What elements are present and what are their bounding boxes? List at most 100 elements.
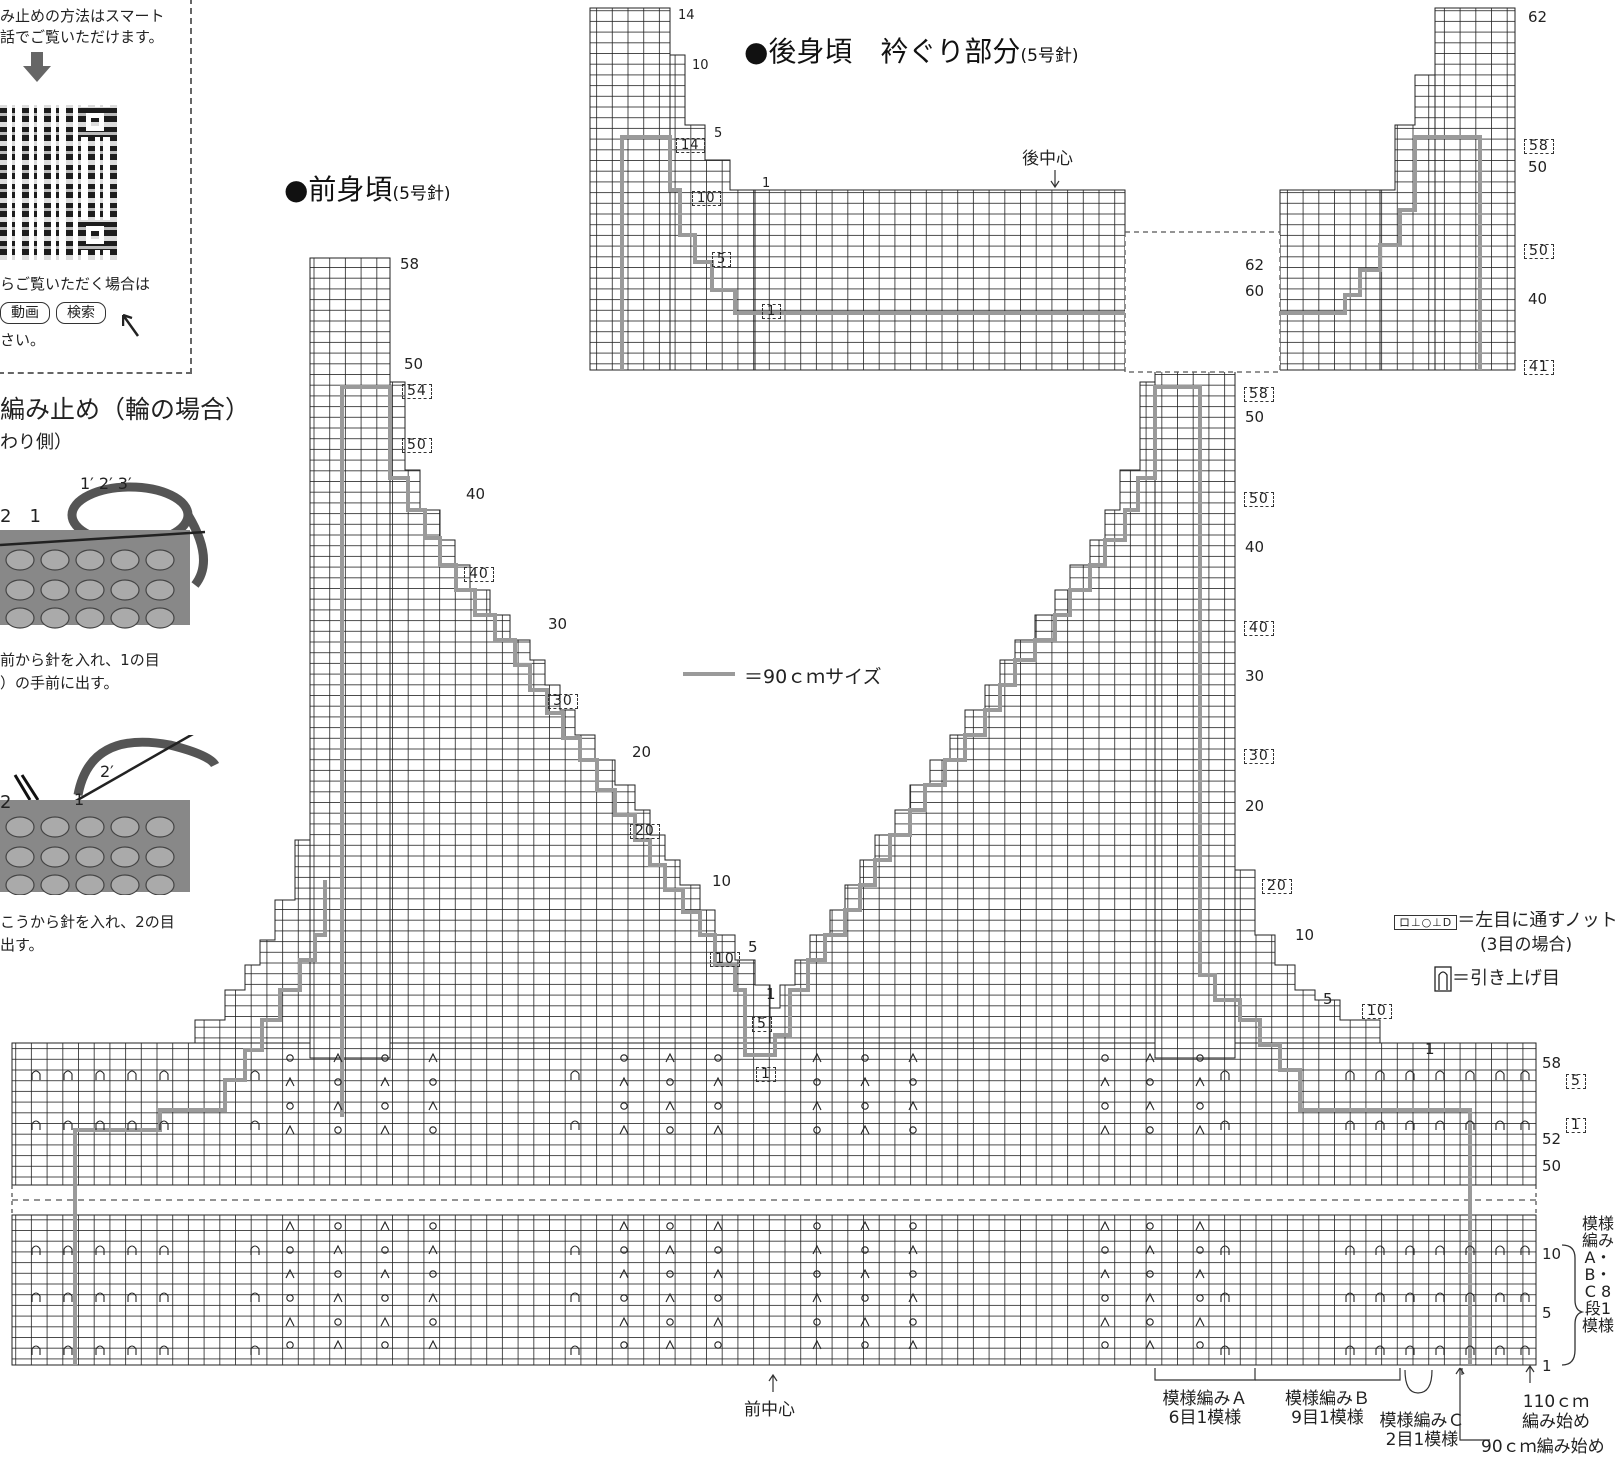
decrease-icon (428, 1052, 438, 1063)
decrease-icon (713, 1316, 723, 1327)
yarn-over-icon (381, 1246, 389, 1254)
slip-stitch-icon (1220, 1070, 1230, 1080)
back-cutout (1124, 231, 1281, 373)
slip-stitch-icon (1435, 1070, 1445, 1080)
back-right-50: 50 (1528, 158, 1548, 176)
front-rbox-10: 10 (1362, 1004, 1392, 1019)
back-rbox-58: 58 (1524, 139, 1554, 154)
yarn-over-icon (1146, 1078, 1154, 1086)
front-box-54: 54 (402, 384, 432, 399)
back-right-62: 62 (1528, 8, 1548, 26)
qr-code[interactable] (0, 105, 118, 260)
bind-off-subtitle: わり側） (0, 432, 72, 453)
decrease-icon (908, 1339, 918, 1350)
slip-stitch-icon (1435, 1292, 1445, 1302)
decrease-icon (1100, 1124, 1110, 1135)
decrease-icon (1145, 1100, 1155, 1111)
decrease-icon (619, 1316, 629, 1327)
yarn-over-icon (861, 1341, 869, 1349)
decrease-icon (333, 1339, 343, 1350)
right-row-50: 50 (1542, 1157, 1562, 1175)
yarn-over-icon (1196, 1054, 1204, 1062)
yarn-over-icon (813, 1126, 821, 1134)
front-right-5: 5 (1323, 990, 1333, 1008)
decrease-icon (380, 1124, 390, 1135)
yarn-over-icon (334, 1078, 342, 1086)
slip-stitch-icon (1345, 1070, 1355, 1080)
pattern-repeat-note: 模様編みA・B・C 8段1模様 (1581, 1214, 1614, 1335)
back-row-1: 1 (762, 176, 771, 191)
yarn-over-icon (1196, 1341, 1204, 1349)
yarn-over-icon (714, 1246, 722, 1254)
decrease-icon (713, 1220, 723, 1231)
yarn-over-icon (909, 1222, 917, 1230)
slip-stitch-icon (570, 1292, 580, 1302)
slip-stitch-icon (1405, 1345, 1415, 1355)
right-row-5: 5 (1542, 1304, 1552, 1322)
step1-yarn-numbers: 1′ 2′ 3′ (80, 474, 132, 493)
slip-stitch-icon (570, 1345, 580, 1355)
yarn-over-icon (813, 1270, 821, 1278)
legend-slip: ＝引き上げ目 (1434, 964, 1560, 992)
slip-stitch-icon (1495, 1292, 1505, 1302)
down-arrow-icon (23, 52, 51, 82)
back-box-5: 5 (712, 252, 732, 267)
decrease-icon (713, 1268, 723, 1279)
yarn-over-icon (714, 1102, 722, 1110)
yarn-over-icon (429, 1318, 437, 1326)
slip-stitch-icon (1345, 1245, 1355, 1255)
decrease-icon (1145, 1292, 1155, 1303)
yarn-over-icon (666, 1270, 674, 1278)
slip-stitch-icon (1520, 1292, 1530, 1302)
front-box-40: 40 (464, 567, 494, 582)
knot-symbol: ロ⊥○⊥D (1394, 915, 1458, 930)
yarn-over-icon (1101, 1054, 1109, 1062)
yarn-over-icon (620, 1341, 628, 1349)
pattern-c-line2: 2目1模様 (1385, 1430, 1459, 1450)
slip-stitch-icon (159, 1345, 169, 1355)
yarn-over-icon (909, 1126, 917, 1134)
slip-stitch-icon (63, 1070, 73, 1080)
yarn-over-icon (714, 1341, 722, 1349)
slip-stitch-icon (1520, 1245, 1530, 1255)
decrease-icon (1145, 1339, 1155, 1350)
slip-stitch-icon (570, 1245, 580, 1255)
bind-off-step2-illustration (0, 735, 220, 895)
decrease-icon (285, 1220, 295, 1231)
front-row-40: 40 (466, 485, 486, 503)
decrease-icon (285, 1268, 295, 1279)
yarn-over-icon (1101, 1341, 1109, 1349)
slip-stitch-icon (1375, 1345, 1385, 1355)
front-rbox-40: 40 (1244, 621, 1274, 636)
decrease-icon (713, 1124, 723, 1135)
yarn-over-icon (381, 1102, 389, 1110)
yarn-over-icon (666, 1126, 674, 1134)
decrease-icon (908, 1052, 918, 1063)
front-rbox-50: 50 (1244, 492, 1274, 507)
decrease-icon (812, 1100, 822, 1111)
slip-stitch-icon (63, 1292, 73, 1302)
yarn-over-icon (666, 1222, 674, 1230)
step2-text-line2: 出す。 (0, 936, 44, 954)
decrease-icon (1145, 1052, 1155, 1063)
yarn-over-icon (1146, 1270, 1154, 1278)
back-box-14: 14 (676, 138, 705, 153)
decrease-icon (908, 1100, 918, 1111)
pattern-c-line1: 模様編みＣ (1379, 1411, 1465, 1431)
back-right-40: 40 (1528, 290, 1548, 308)
decrease-icon (428, 1292, 438, 1303)
back-row-10: 10 (692, 58, 709, 73)
yarn-over-icon (1146, 1126, 1154, 1134)
decrease-icon (380, 1220, 390, 1231)
slip-stitch-icon (1465, 1070, 1475, 1080)
front-box-1: 1 (756, 1067, 776, 1082)
decrease-icon (619, 1220, 629, 1231)
slip-stitch-icon (159, 1292, 169, 1302)
front-box-10: 10 (710, 952, 740, 967)
search-hint: らご覧いただく場合は (0, 275, 151, 293)
right-row-52: 52 (1542, 1130, 1562, 1148)
front-row-20: 20 (632, 743, 652, 761)
